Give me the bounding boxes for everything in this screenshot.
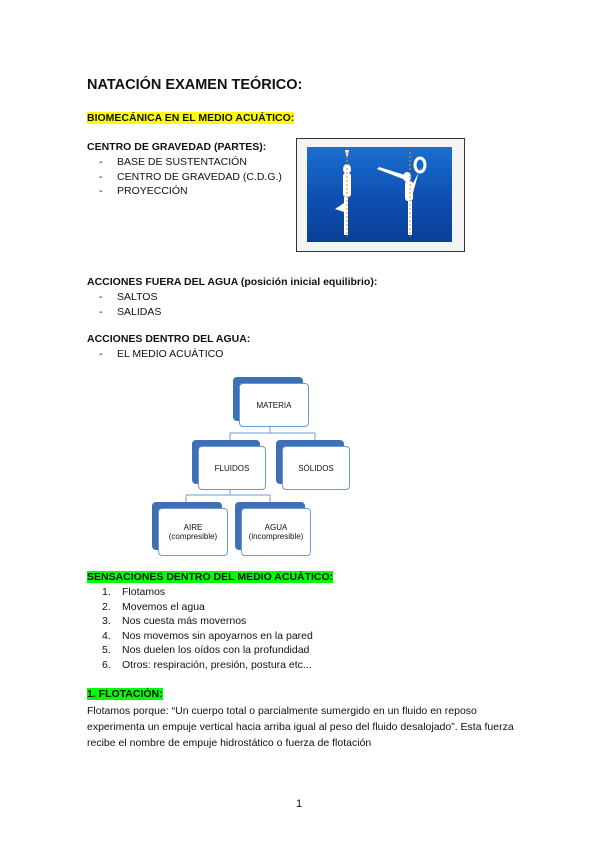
sensaciones-list: 1. Flotamos 2. Movemos el agua 3. Nos cuest… [102,585,313,673]
list-item: 5. Nos duelen los oídos con la profundida… [102,643,313,658]
flotacion-paragraph: Flotamos porque: “Un cuerpo total o parc… [87,705,514,749]
node-label: FLUIDOS [214,463,250,473]
list-item: 6. Otros: respiración, presión, postura e… [102,658,313,673]
centro-heading: CENTRO DE GRAVEDAD (PARTES): [87,141,267,153]
sensaciones-heading: SENSACIONES DENTRO DEL MEDIO ACUÁTICO: [87,571,334,583]
node-fluidos: FLUIDOS [198,446,266,490]
list-text: Nos duelen los oídos con la profundidad [122,644,310,657]
page-title: NATACIÓN EXAMEN TEÓRICO: [87,77,303,93]
node-label: AGUA [264,523,288,532]
page-number: 1 [296,798,303,810]
list-item: SALIDAS [87,305,161,320]
gravity-photo [296,138,465,252]
list-item: CENTRO DE GRAVEDAD (C.D.G.) [87,170,282,185]
flotacion-heading: 1. FLOTACIÓN: [87,688,163,700]
fuera-heading-line: ACCIONES FUERA DEL AGUA (posición inicia… [87,276,377,288]
photo-background [307,147,452,242]
silhouettes-image [335,150,427,237]
node-solidos: SÓLIDOS [282,446,350,490]
node-sublabel: (compresible) [168,532,218,541]
list-item: PROYECCIÓN [87,184,282,199]
node-label: MATERIA [256,400,292,410]
fuera-list: SALTOS SALIDAS [87,290,161,319]
list-item: 2. Movemos el agua [102,600,313,615]
node-sublabel: (incompresible) [248,532,304,541]
dentro-list: EL MEDIO ACUÁTICO [87,347,223,362]
list-number: 4. [102,629,111,642]
node-label: AIRE [183,523,203,532]
list-number: 6. [102,658,111,671]
list-item: 4. Nos movemos sin apoyarnos en la pared [102,629,313,644]
list-item: 1. Flotamos [102,585,313,600]
biomecanica-heading: BIOMECÁNICA EN EL MEDIO ACUÁTICO: [87,112,295,124]
list-number: 3. [102,615,111,628]
fuera-note: (posición inicial equilibrio): [240,276,378,288]
list-text: Nos cuesta más movernos [122,615,247,628]
node-aire: AIRE (compresible) [158,508,228,556]
list-text: Otros: respiración, presión, postura etc… [122,658,312,671]
list-text: Flotamos [122,586,166,598]
section-biomecanica: BIOMECÁNICA EN EL MEDIO ACUÁTICO: [87,112,295,124]
node-label: SÓLIDOS [298,463,334,473]
centro-list: BASE DE SUSTENTACIÓN CENTRO DE GRAVEDAD … [87,155,282,199]
list-number: 2. [102,600,111,613]
list-item: 3. Nos cuesta más movernos [102,614,313,629]
list-number: 1. [102,586,111,598]
list-item: BASE DE SUSTENTACIÓN [87,155,282,170]
list-text: Nos movemos sin apoyarnos en la pared [122,629,313,642]
list-text: Movemos el agua [122,600,205,613]
section-flotacion: 1. FLOTACIÓN: [87,688,163,700]
list-item: SALTOS [87,290,161,305]
list-item: EL MEDIO ACUÁTICO [87,347,223,362]
fuera-heading: ACCIONES FUERA DEL AGUA [87,276,238,288]
dentro-heading: ACCIONES DENTRO DEL AGUA: [87,333,251,345]
node-materia: MATERIA [239,383,309,427]
list-number: 5. [102,644,111,657]
section-sensaciones: SENSACIONES DENTRO DEL MEDIO ACUÁTICO: [87,571,334,583]
node-agua: AGUA (incompresible) [241,508,311,556]
